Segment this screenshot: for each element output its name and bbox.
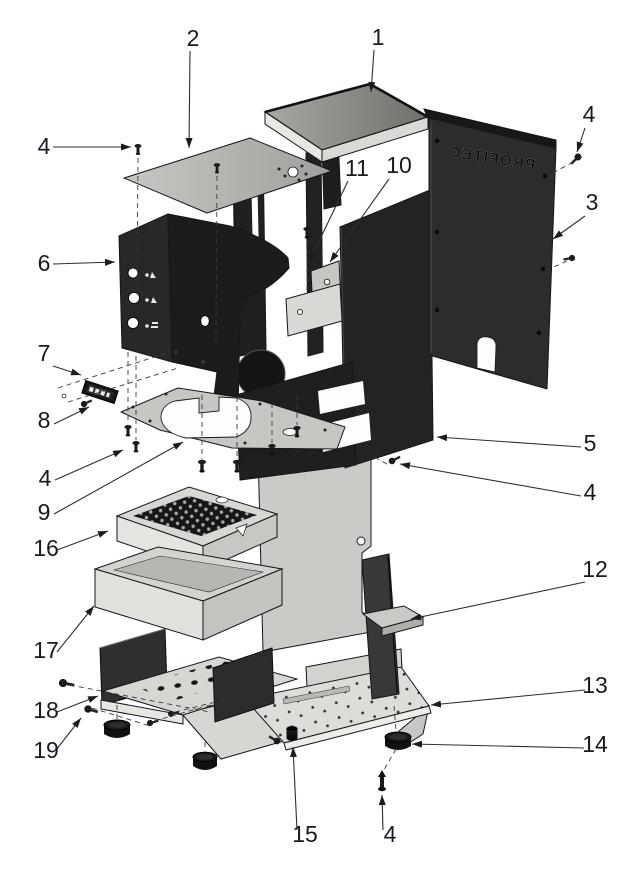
callout-7: 7 bbox=[38, 340, 51, 366]
callout-4-bottom: 4 bbox=[384, 821, 397, 847]
screw-4-bottom bbox=[378, 770, 386, 792]
callout-10: 10 bbox=[386, 152, 412, 178]
button-holes bbox=[127, 267, 158, 329]
callout-8: 8 bbox=[38, 407, 51, 433]
callout-15: 15 bbox=[292, 821, 318, 847]
callout-1: 1 bbox=[372, 24, 385, 50]
foot bbox=[192, 751, 218, 770]
front-panel bbox=[118, 213, 290, 444]
assembly-axes bbox=[57, 157, 574, 771]
rear-bracket bbox=[361, 553, 425, 700]
callout-12: 12 bbox=[582, 556, 608, 582]
callout-4-midright: 4 bbox=[584, 479, 597, 505]
callout-11: 11 bbox=[345, 155, 369, 181]
callout-3: 3 bbox=[586, 189, 599, 215]
panel-hole bbox=[200, 315, 210, 327]
side-panel-right: PROFITEC bbox=[423, 108, 557, 390]
rubber-feet bbox=[103, 719, 412, 770]
back-plate-hole bbox=[356, 536, 366, 546]
callout-5: 5 bbox=[584, 430, 597, 456]
plate-screw bbox=[124, 424, 132, 437]
inner-bracket bbox=[285, 226, 343, 337]
stud-15 bbox=[286, 725, 298, 741]
callout-labels: 2 1 4 4 3 11 10 6 7 8 4 9 5 4 12 16 17 1… bbox=[33, 24, 608, 847]
fasteners bbox=[58, 143, 584, 792]
callout-6: 6 bbox=[38, 250, 51, 276]
foot bbox=[103, 719, 131, 738]
board-screw bbox=[79, 397, 94, 409]
panel-cable-notch bbox=[476, 336, 497, 373]
screw-4-topleft bbox=[134, 143, 142, 156]
screw-18 bbox=[58, 678, 76, 690]
screw-19 bbox=[83, 704, 100, 716]
drip-grate bbox=[115, 486, 279, 571]
callout-9: 9 bbox=[38, 499, 51, 525]
callout-18: 18 bbox=[33, 697, 59, 723]
callout-4-topright: 4 bbox=[583, 101, 596, 127]
top-cover bbox=[263, 82, 430, 163]
callout-4-midleft: 4 bbox=[39, 465, 52, 491]
foot bbox=[384, 731, 412, 750]
chassis-cutout bbox=[318, 381, 365, 414]
control-board bbox=[61, 379, 119, 409]
plate-screw bbox=[197, 459, 207, 473]
callout-16: 16 bbox=[33, 535, 59, 561]
group-head-cutout bbox=[160, 396, 252, 439]
callout-14: 14 bbox=[582, 731, 608, 757]
drip-tray bbox=[93, 546, 284, 641]
callout-13: 13 bbox=[582, 672, 608, 698]
group-plate bbox=[120, 387, 346, 450]
leader-lines bbox=[52, 49, 586, 831]
callout-4-topleft: 4 bbox=[38, 133, 51, 159]
plate-screw bbox=[132, 440, 140, 453]
callout-17: 17 bbox=[33, 637, 59, 663]
screw-4-mid bbox=[387, 453, 402, 466]
top-plate bbox=[123, 137, 333, 214]
screw-4-topright bbox=[568, 151, 584, 167]
callout-19: 19 bbox=[33, 737, 59, 763]
callout-2: 2 bbox=[187, 25, 200, 51]
screw-3-lower bbox=[562, 254, 576, 263]
